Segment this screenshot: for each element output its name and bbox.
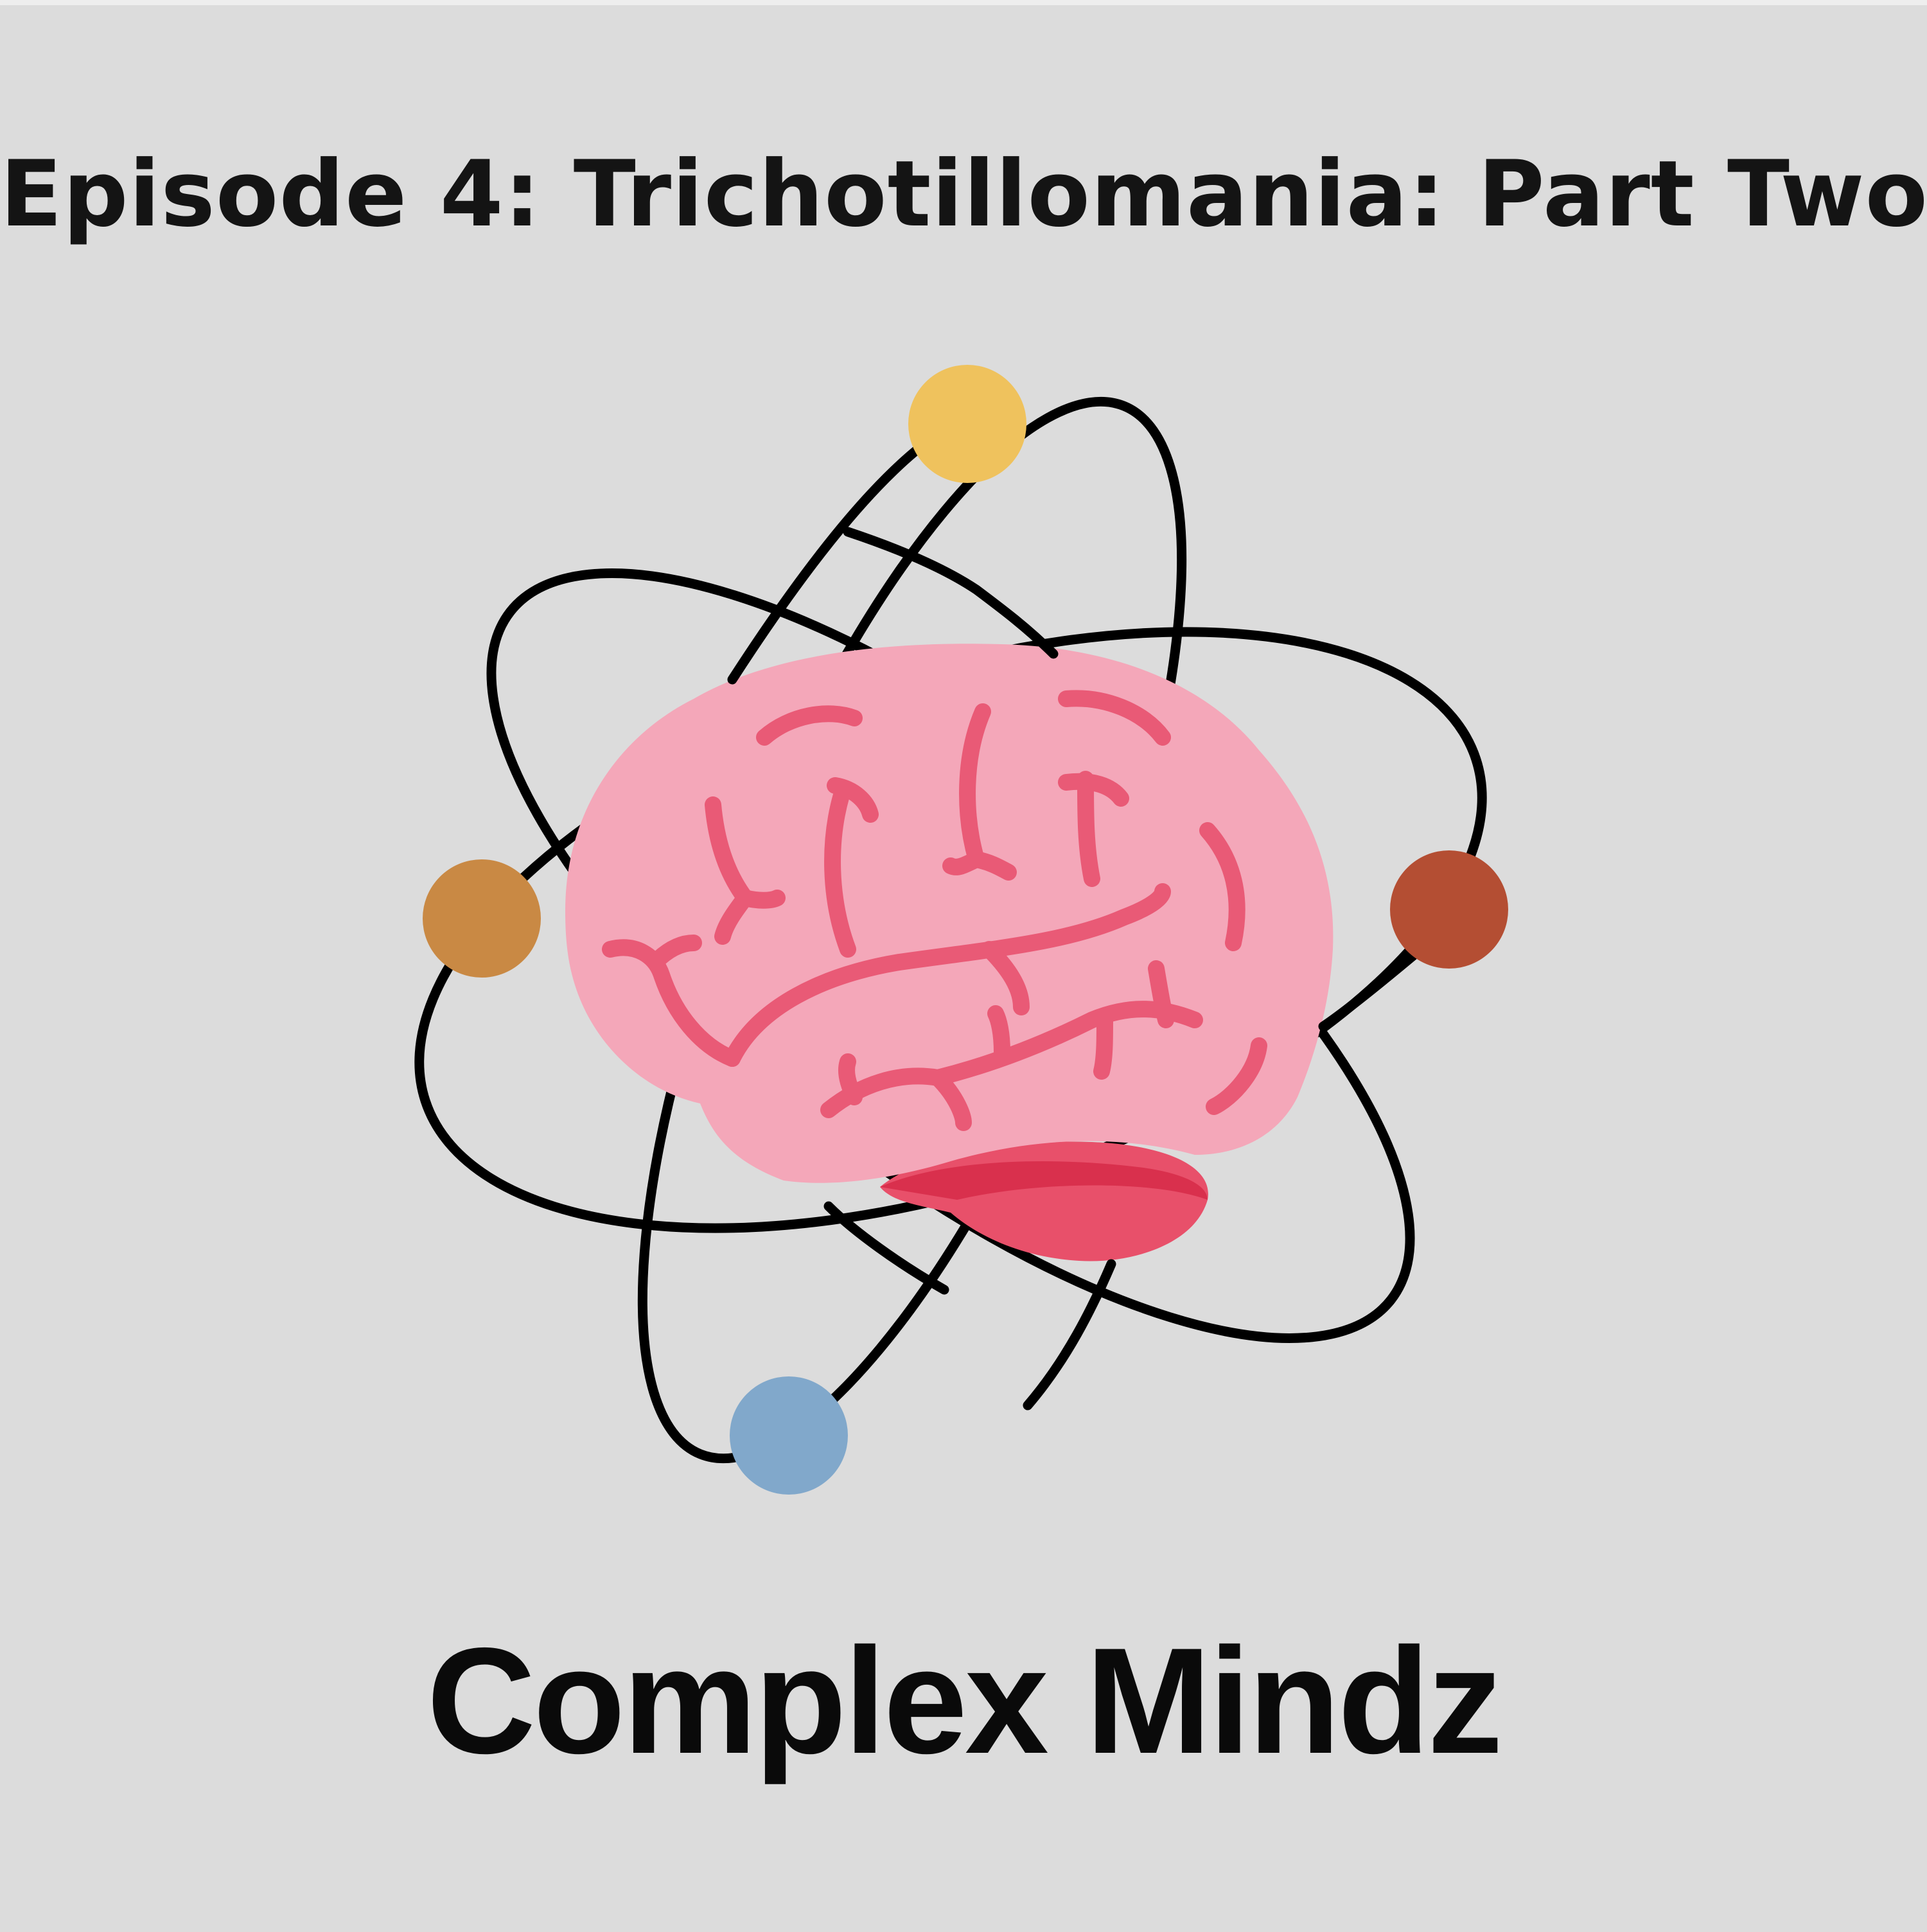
brain-atom-icon xyxy=(414,365,1508,1495)
show-name: Complex Mindz xyxy=(427,1616,1502,1785)
electron-yellow xyxy=(908,365,1026,483)
electron-orange xyxy=(423,859,541,978)
episode-title: Episode 4: Trichotillomania: Part Two xyxy=(0,141,1927,247)
brain-cerebellum-shadow xyxy=(880,1161,1208,1200)
brain-folds xyxy=(602,690,1267,1131)
electron-blue xyxy=(730,1376,848,1495)
electrons xyxy=(423,365,1508,1495)
electron-red xyxy=(1390,850,1508,969)
brain-cerebrum xyxy=(565,644,1333,1183)
brain xyxy=(565,644,1333,1261)
orbit-front-segments xyxy=(727,411,1418,1410)
